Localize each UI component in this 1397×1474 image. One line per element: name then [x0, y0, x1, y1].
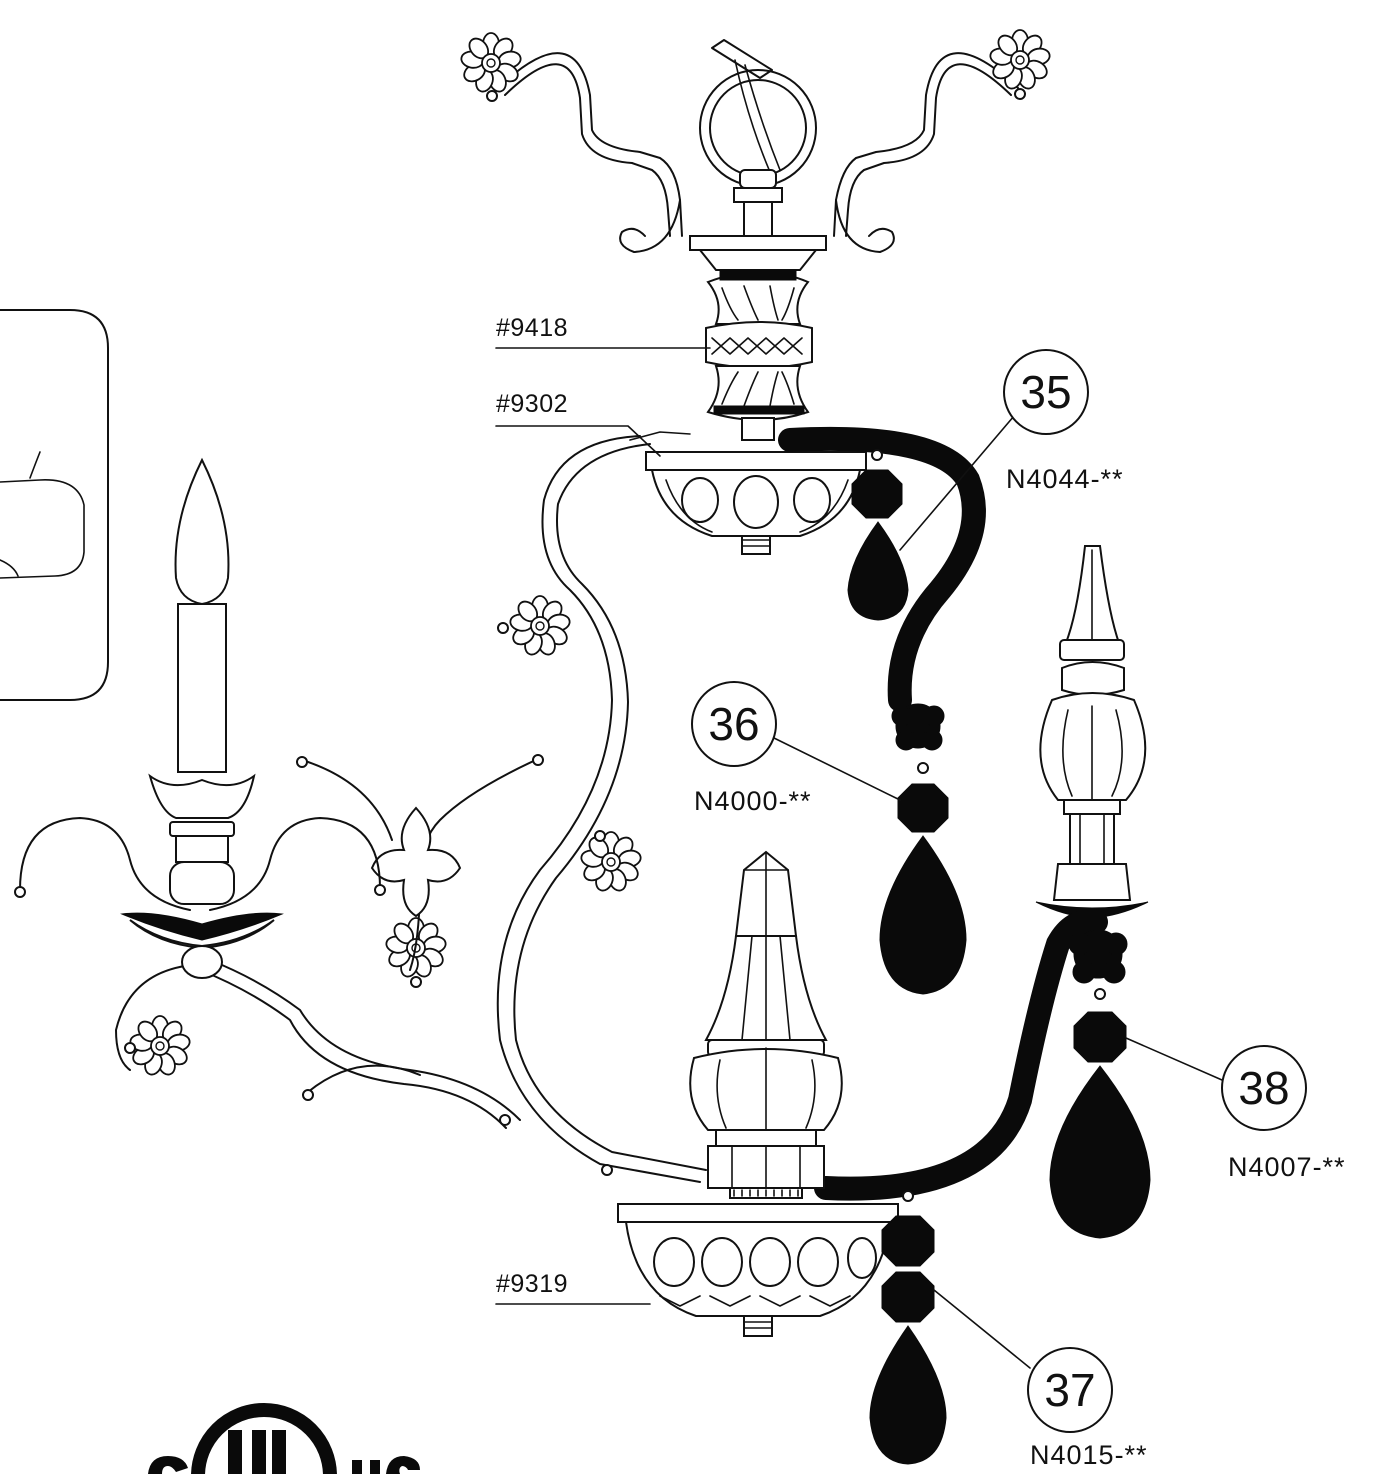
lower-crystal-arm [814, 909, 1151, 1239]
upper-crystal-arm [778, 426, 986, 995]
crystal-column-9418 [705, 269, 813, 441]
upper-cup-9302 [645, 451, 867, 555]
callout-36: 36 N4000-** [691, 681, 901, 816]
lower-crystal-drop [869, 1190, 947, 1465]
callout-37-number: 37 [1044, 1364, 1095, 1416]
callout-35: 35 N4044-** [899, 349, 1124, 551]
callout-36-number: 36 [708, 698, 759, 750]
s-scroll-frame [496, 431, 707, 1183]
right-spire [1035, 545, 1149, 919]
ul-listed-mark-icon [148, 1403, 420, 1474]
callout-38: 38 N4007-** [1125, 1037, 1346, 1182]
callout-36-bubble [691, 681, 777, 767]
callout-35-number: 35 [1020, 366, 1071, 418]
hanging-ring [699, 39, 817, 187]
callout-35-code: N4044-** [1006, 464, 1124, 494]
callout-37: 37 N4015-** [933, 1289, 1148, 1470]
lower-cup-9319 [617, 1203, 899, 1337]
callout-37-bubble [1027, 1347, 1113, 1433]
ref-label-9418: #9418 [495, 314, 711, 349]
callout-35-bubble [1003, 349, 1089, 435]
ref-9418-text: #9418 [496, 314, 568, 342]
wall-bracket-top [459, 29, 1052, 253]
callout-37-code: N4015-** [1030, 1440, 1148, 1470]
frame-rosettes [124, 595, 643, 1078]
ref-9302-text: #9302 [496, 390, 568, 418]
callout-36-code: N4000-** [694, 786, 812, 816]
candle-arm [14, 457, 613, 1176]
ref-9319-text: #9319 [496, 1270, 568, 1298]
central-finial [689, 850, 843, 1199]
ref-label-9302: #9302 [495, 390, 661, 457]
callout-38-bubble [1221, 1045, 1307, 1131]
ref-label-9319: #9319 [495, 1270, 651, 1305]
upper-stem [689, 169, 827, 271]
callout-38-code: N4007-** [1228, 1152, 1346, 1182]
callout-38-number: 38 [1238, 1062, 1289, 1114]
inset-detail-box [0, 309, 109, 701]
